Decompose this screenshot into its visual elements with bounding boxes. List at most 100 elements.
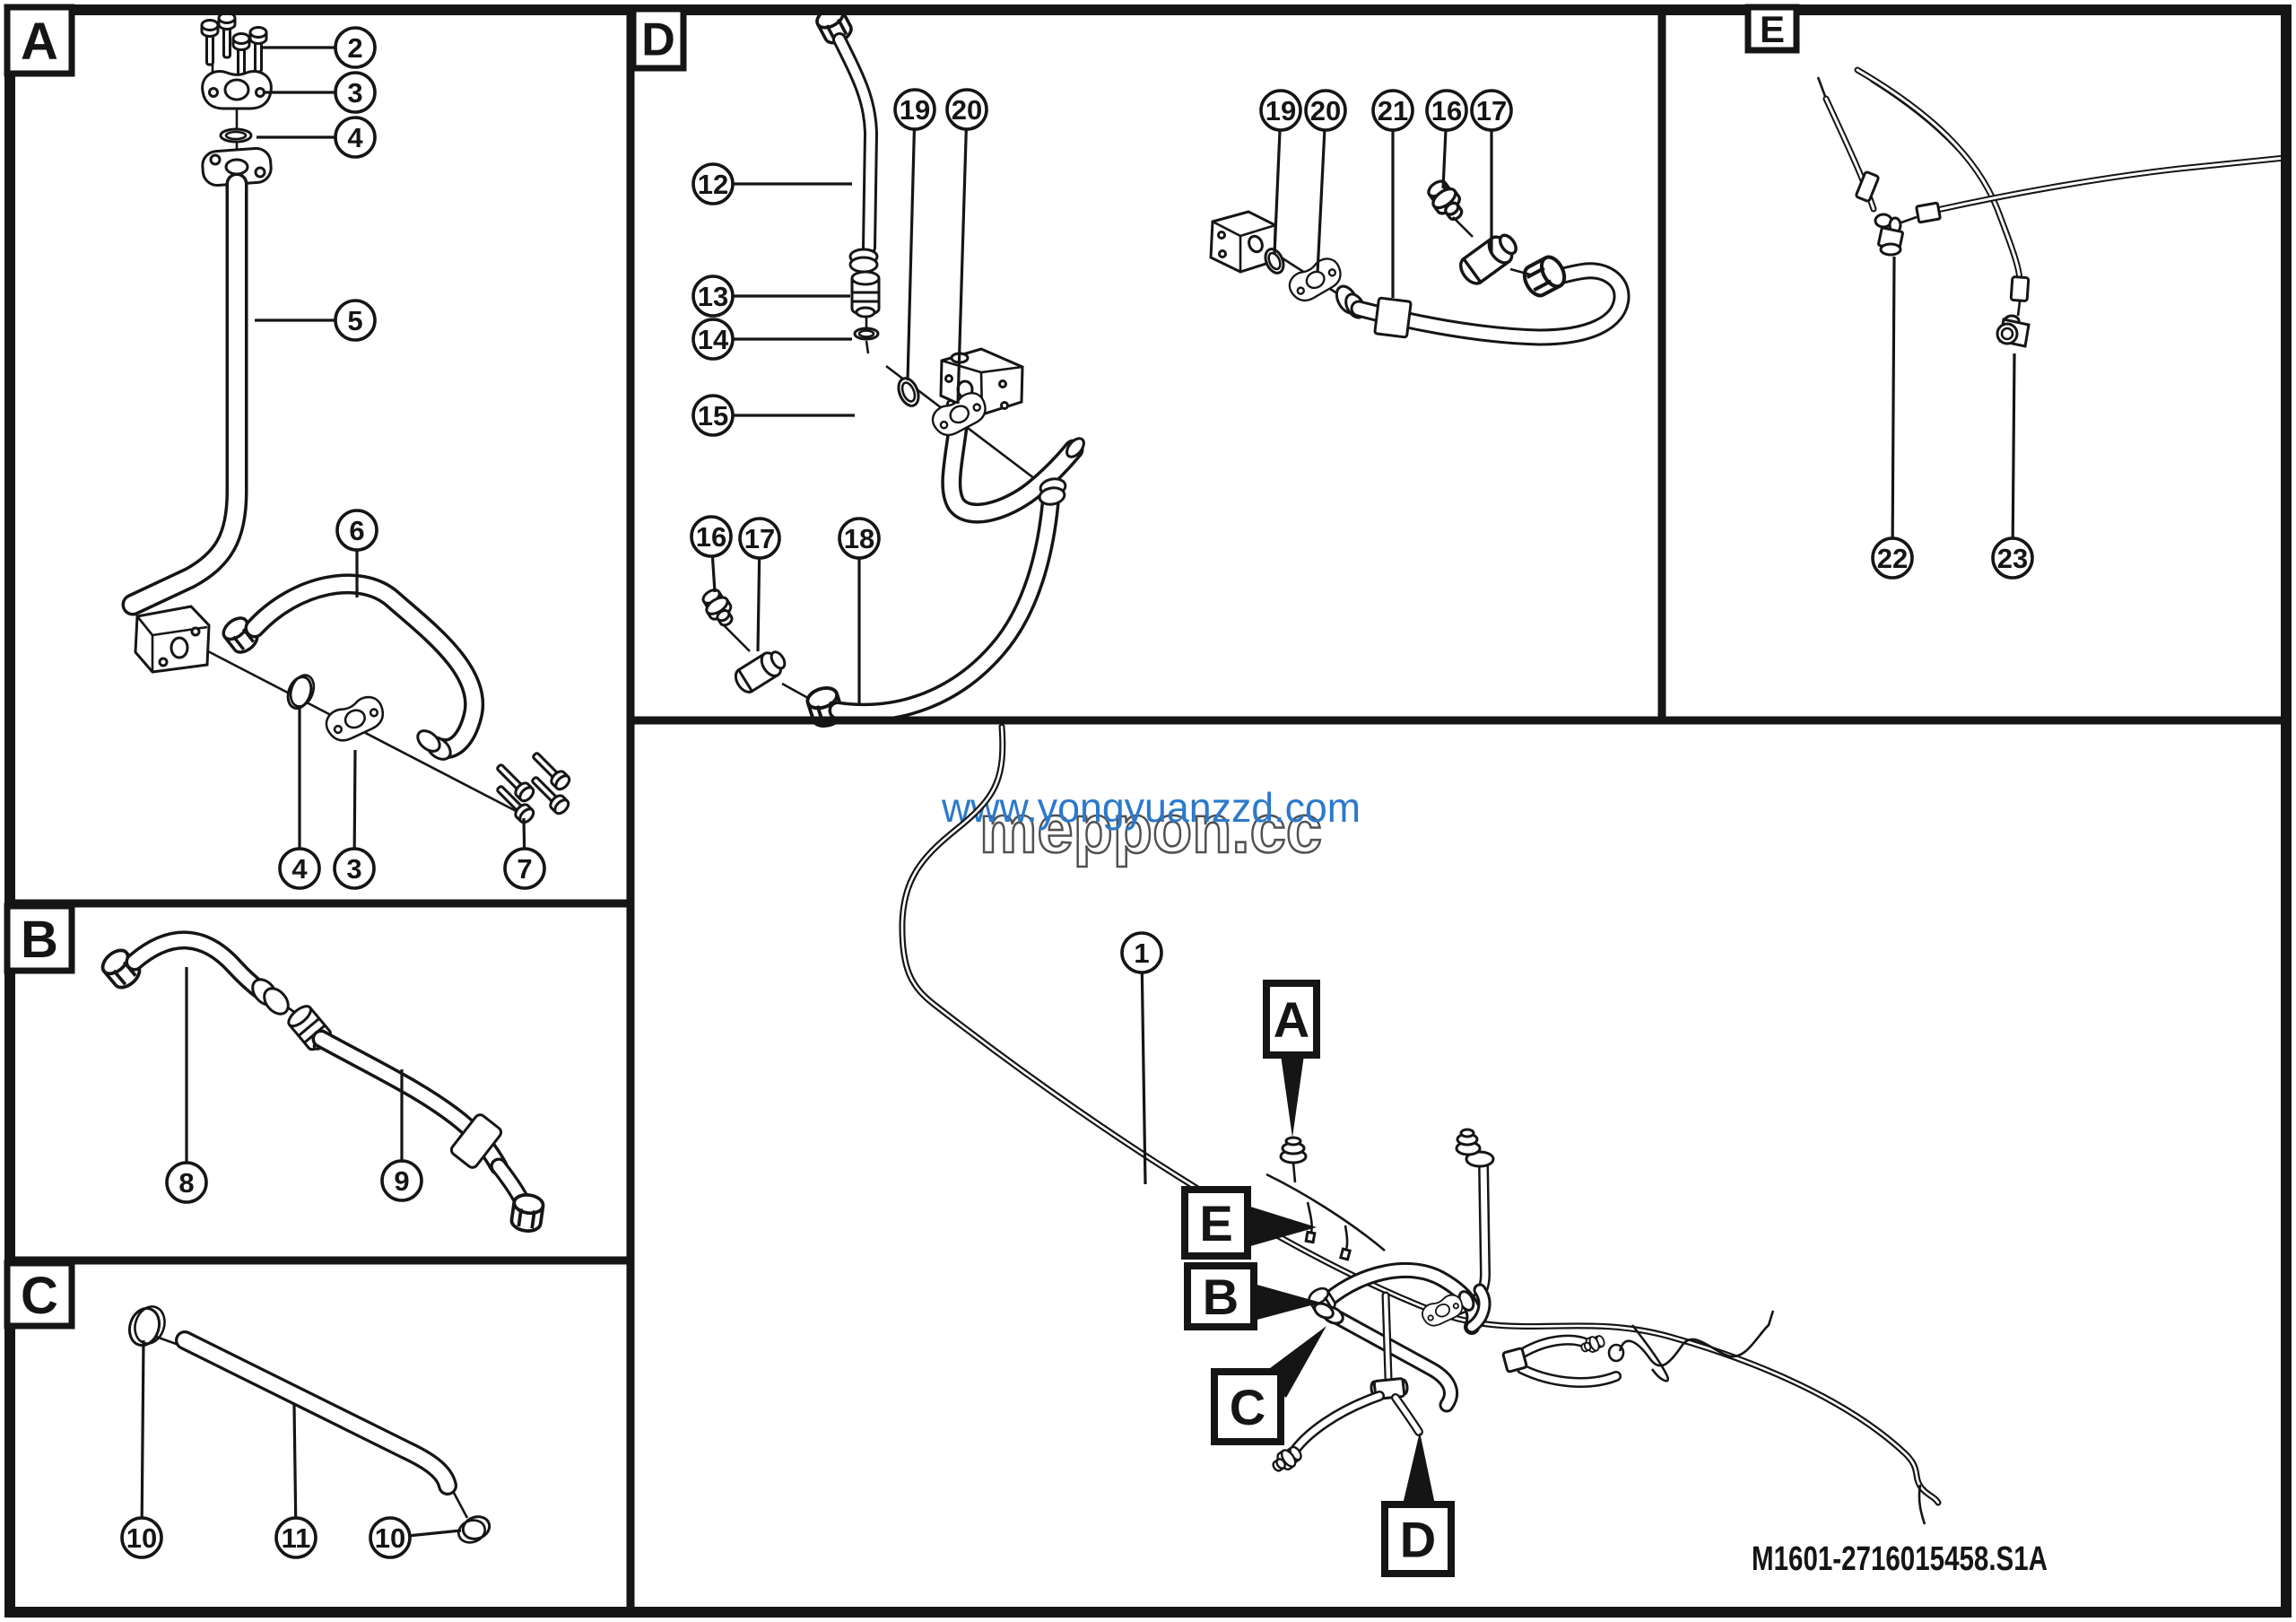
- callout-10-balloon: [369, 1516, 412, 1559]
- callout-11-balloon: [274, 1516, 317, 1559]
- callout-11-number: 11: [282, 1522, 311, 1554]
- callout-19-balloon: [893, 88, 936, 131]
- hose-block-21: [1373, 296, 1413, 339]
- panel-d-label-box: [630, 5, 687, 72]
- callout-20-number: 20: [1310, 95, 1341, 126]
- callout-10-number: 10: [375, 1522, 405, 1554]
- fitting-a-point: [1279, 1136, 1308, 1183]
- callout-19-balloon: [1259, 89, 1302, 132]
- callout-23-balloon: [1991, 536, 2034, 580]
- callout-20-leader: [1316, 109, 1327, 274]
- hose-sleeve: [449, 1113, 503, 1169]
- callout-2-balloon: [334, 26, 377, 69]
- callout-11-leader: [292, 1404, 298, 1539]
- ref-e-letter: E: [1199, 1195, 1232, 1251]
- panel-b-label: B: [21, 911, 58, 969]
- callout-8-balloon: [165, 1161, 208, 1204]
- callout-22-balloon: [1871, 536, 1914, 580]
- tube-horizontal: [1934, 154, 2288, 214]
- callout-4-number: 4: [291, 853, 308, 885]
- callout-10-balloon: [120, 1516, 163, 1559]
- panel-label-boxes: A B C D E: [4, 4, 1800, 1330]
- o-ring-14: [853, 327, 880, 341]
- callout-13-number: 13: [698, 281, 728, 312]
- ref-c-box: [1211, 1368, 1284, 1445]
- callout-1-balloon: [1120, 931, 1163, 974]
- ref-b-box: [1184, 1262, 1257, 1330]
- panel-d-label: D: [641, 14, 675, 66]
- callout-2-number: 2: [347, 32, 362, 64]
- flange-block: [134, 605, 211, 674]
- clamp-3-bottom: [320, 691, 390, 747]
- callout-17-number: 17: [744, 523, 775, 554]
- callout-3-balloon: [334, 71, 377, 114]
- callout-20-balloon: [1304, 89, 1347, 132]
- callout-6-number: 6: [349, 515, 364, 546]
- ref-d-box: [1381, 1501, 1455, 1577]
- panel-c-label: C: [21, 1267, 58, 1325]
- callout-17-balloon: [1470, 89, 1513, 132]
- frame-borders: [4, 4, 2292, 1618]
- panel-e-label: E: [1760, 8, 1785, 50]
- callout-18-balloon: [838, 517, 881, 560]
- callout-18-number: 18: [844, 523, 874, 554]
- ref-e-box: [1181, 1186, 1251, 1260]
- callout-16-number: 16: [1431, 95, 1462, 126]
- vertical-pipe-cap: [1455, 1128, 1495, 1168]
- elbow-fitting-23: [1996, 314, 2031, 348]
- ref-e-arrow-icon: [1248, 1206, 1317, 1247]
- callout-3-number: 3: [346, 853, 361, 885]
- ref-a-arrow-icon: [1281, 1055, 1304, 1138]
- callout-4-balloon: [334, 116, 377, 159]
- panel-b-label-box: [4, 903, 75, 974]
- o-ring-19-left: [897, 377, 920, 407]
- callout-21-balloon: [1371, 89, 1414, 132]
- callout-22-number: 22: [1877, 543, 1908, 574]
- ref-a-letter: A: [1274, 991, 1309, 1048]
- coupling: [251, 978, 290, 1016]
- callout-16-number: 16: [696, 521, 726, 553]
- ref-d-letter: D: [1400, 1512, 1436, 1568]
- callout-19-number: 19: [900, 94, 930, 126]
- panel-d-drawing: [697, 1, 1631, 731]
- callout-16-balloon: [690, 515, 733, 558]
- callout-21-number: 21: [1378, 95, 1408, 126]
- callout-5-number: 5: [347, 305, 362, 336]
- callout-7-balloon: [503, 847, 546, 890]
- plug-16-left: [697, 584, 740, 632]
- callout-23-leader: [2011, 353, 2016, 559]
- panel-e-drawing: [1816, 66, 2288, 348]
- callout-15-balloon: [691, 394, 735, 437]
- callout-1-leader: [1140, 952, 1147, 1185]
- ref-a-box: [1263, 980, 1320, 1059]
- panel-a-drawing: [121, 12, 573, 826]
- panel-e-label-box: [1744, 4, 1800, 54]
- panel-c-label-box: [4, 1260, 75, 1330]
- callout-15-number: 15: [698, 400, 728, 432]
- inline-fitting: [1915, 201, 1942, 224]
- callout-9-balloon: [380, 1159, 423, 1202]
- callout-6-balloon: [335, 509, 378, 552]
- panel-b-drawing: [96, 930, 546, 1234]
- callout-20-number: 20: [952, 94, 982, 126]
- callout-22-leader: [1891, 256, 1896, 559]
- callout-20-balloon: [945, 88, 988, 131]
- harness-branch-wavy: [1618, 1310, 1775, 1367]
- hose-end-collar: [416, 729, 452, 761]
- o-ring-19-right: [1264, 248, 1285, 275]
- callout-1-number: 1: [1134, 937, 1149, 969]
- assembly-lower-hose: [1286, 1391, 1385, 1461]
- callout-4-balloon: [278, 847, 321, 890]
- assembly-right-hose: [1501, 1332, 1622, 1388]
- watermark: meppon.cc www.yongyuanzzd.com: [941, 784, 1361, 868]
- ring-10-left: [127, 1305, 166, 1347]
- elbow-fitting-17-right: [1459, 233, 1518, 285]
- ref-c-letter: C: [1230, 1379, 1265, 1435]
- ref-b-arrow-icon: [1254, 1284, 1321, 1321]
- callout-17-number: 17: [1476, 95, 1507, 126]
- callout-19-leader: [906, 109, 917, 381]
- callout-12-balloon: [691, 162, 735, 205]
- ring-10-right: [457, 1515, 491, 1544]
